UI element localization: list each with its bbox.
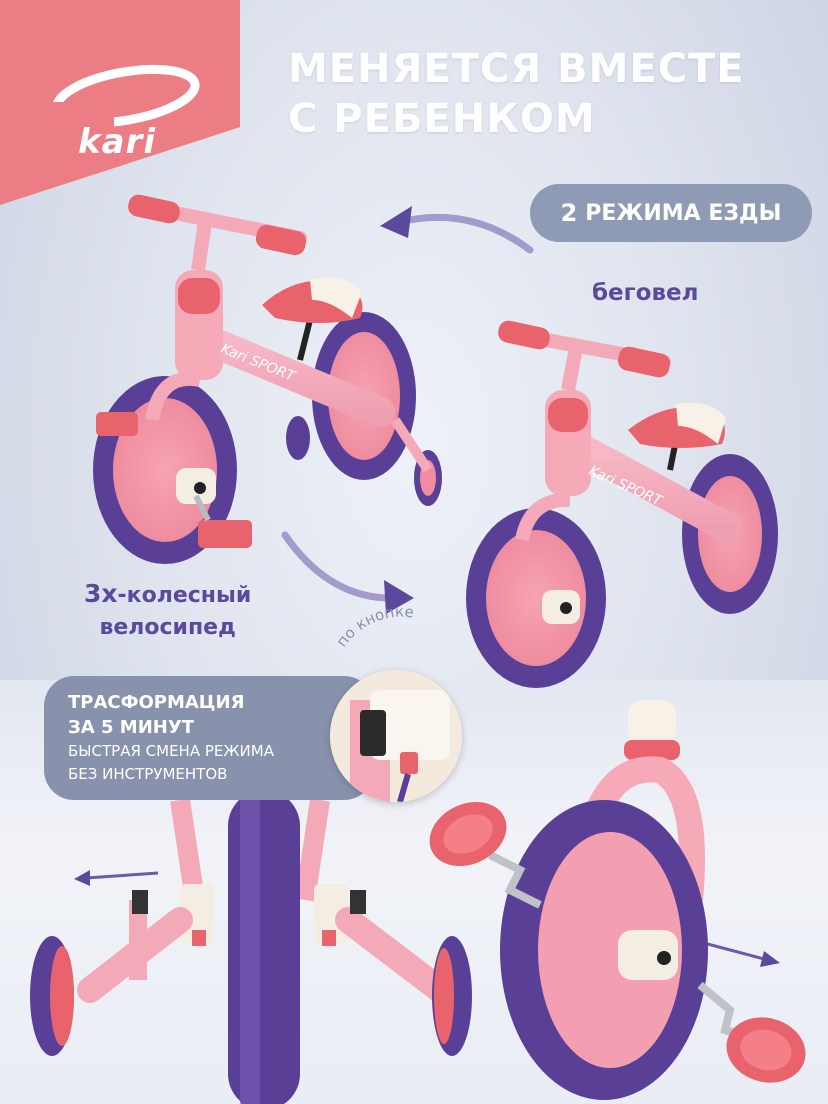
release-button-icon [330,670,462,802]
tricycle-label-rest: -колесный [117,583,252,608]
by-button-label: по кнопке [333,603,415,651]
modes-badge: 2 РЕЖИМА ЕЗДЫ [530,184,812,242]
modes-number: 2 [560,199,578,227]
arrow-to-balance-lower-icon [281,531,414,614]
title-line-1: МЕНЯЕТСЯ ВМЕСТЕ [288,46,745,92]
tricycle-label-bold: 3х [84,579,118,608]
pedals-detail-image [429,700,806,1100]
tricycle-label: 3х-колесный велосипед [84,578,251,644]
transform-title-2: ЗА 5 МИНУТ [68,717,194,738]
modes-text: РЕЖИМА ЕЗДЫ [585,200,782,226]
page-title: МЕНЯЕТСЯ ВМЕСТЕ С РЕБЕНКОМ [288,44,745,144]
transform-desc-2: БЕЗ ИНСТРУМЕНТОВ [68,765,228,783]
quick-release-button-closeup [330,670,462,802]
kari-swoosh-icon [44,64,200,132]
transform-desc-1: БЫСТРАЯ СМЕНА РЕЖИМА [68,742,274,760]
tricycle-bike-image: Kari SPORT [93,194,442,564]
balance-bike-label: беговел [592,280,699,306]
transformation-info-box: ТРАСФОРМАЦИЯ ЗА 5 МИНУТ БЫСТРАЯ СМЕНА РЕ… [44,676,374,800]
arrow-right-icon [699,940,780,967]
transform-title-1: ТРАСФОРМАЦИЯ [68,692,245,713]
balance-bike-image: Kari SPORT [466,320,778,688]
tricycle-label-line2: велосипед [99,615,236,640]
arrow-to-balance-icon [380,206,534,254]
title-line-2: С РЕБЕНКОМ [288,96,596,142]
arrow-left-icon [74,870,159,886]
brand-logo-text: kari [78,122,156,162]
training-wheels-detail-image [30,790,472,1104]
